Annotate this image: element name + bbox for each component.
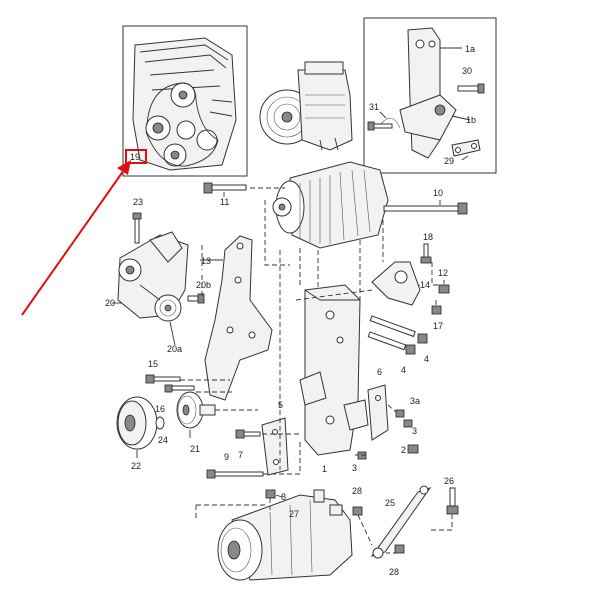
- callout-3c: 3: [352, 463, 357, 473]
- callout-29: 29: [444, 156, 454, 166]
- highlight-box-19: [125, 149, 147, 164]
- callout-31: 31: [369, 102, 379, 112]
- callout-20a: 20a: [167, 344, 182, 354]
- callout-10: 10: [433, 188, 443, 198]
- callout-4b: 4: [401, 365, 406, 375]
- tensioner-assembly: [117, 231, 189, 322]
- idler-pulley-21: 21: [176, 391, 216, 454]
- callout-22: 22: [131, 461, 141, 471]
- callout-20: 20: [105, 298, 115, 308]
- callout-4a: 4: [424, 354, 429, 364]
- callout-1a: 1a: [465, 44, 475, 54]
- bracket-14: 14: [371, 261, 430, 306]
- callout-20b: 20b: [196, 280, 211, 290]
- callout-11: 11: [220, 197, 229, 207]
- bolt-10: 10: [383, 188, 468, 215]
- callout-17: 17: [433, 321, 443, 331]
- bracket-13: 13: [200, 235, 273, 401]
- callout-3b: 3: [412, 426, 417, 436]
- bolt-11: 11: [203, 182, 247, 207]
- bracket-detail-inset: 1a 30 31 1b 29: [363, 17, 497, 174]
- callout-19: 19: [130, 152, 140, 162]
- callout-27: 27: [289, 509, 299, 519]
- callout-2: 2: [401, 445, 406, 455]
- callout-30: 30: [462, 66, 472, 76]
- bracket-5: 5: [261, 400, 289, 476]
- callout-28b: 28: [389, 567, 399, 577]
- strut-25: 25: [370, 485, 432, 559]
- engine-overview-inset: 19: [122, 25, 248, 177]
- callout-6: 6: [377, 367, 382, 377]
- bolt-4-lower: 4: [367, 331, 416, 375]
- callout-24: 24: [158, 435, 168, 445]
- callout-12: 12: [438, 268, 448, 278]
- callout-28a: 28: [352, 486, 362, 496]
- assembly-lines: [180, 200, 453, 554]
- callout-25: 25: [385, 498, 395, 508]
- ac-compressor: 27: [217, 489, 353, 581]
- callout-18: 18: [423, 232, 433, 242]
- bracket-6: 6: [367, 367, 389, 441]
- callout-5: 5: [278, 400, 283, 410]
- alternator: [272, 161, 389, 249]
- callout-14: 14: [420, 280, 430, 290]
- callout-16: 16: [155, 404, 165, 414]
- pulley-22: 22: [116, 396, 158, 471]
- callout-1: 1: [322, 464, 327, 474]
- callout-13: 13: [201, 256, 211, 266]
- highlight-arrow: [21, 160, 131, 316]
- callout-21: 21: [190, 444, 200, 454]
- callout-26: 26: [444, 476, 454, 486]
- main-bracket: 1: [299, 284, 369, 474]
- callout-8: 8: [281, 492, 286, 502]
- bolt-23: 23: [132, 197, 143, 244]
- callout-3a: 3a: [410, 396, 420, 406]
- callout-9: 9: [224, 452, 229, 462]
- power-steering-pump: [259, 61, 353, 151]
- bolt-4-upper: 4: [369, 315, 429, 364]
- callout-23: 23: [133, 197, 143, 207]
- callout-15: 15: [148, 359, 158, 369]
- callout-7: 7: [238, 450, 243, 460]
- callout-1b: 1b: [466, 115, 476, 125]
